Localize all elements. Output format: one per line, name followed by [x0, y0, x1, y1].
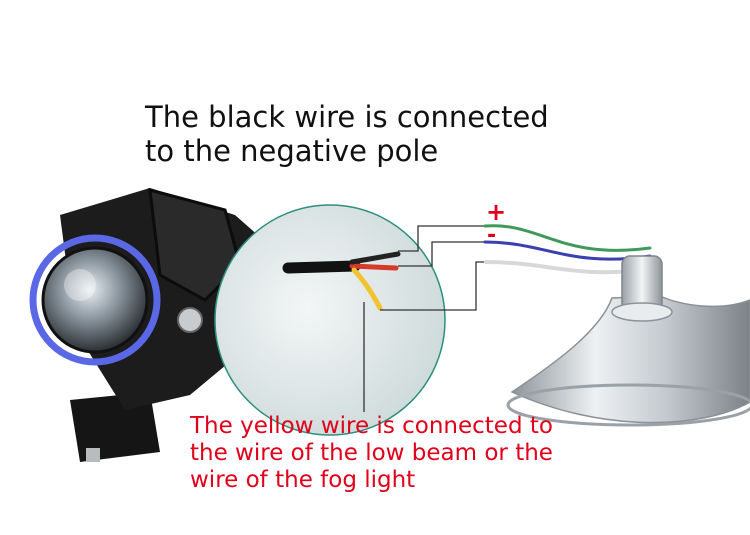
- black-wire-caption-line: to the negative pole: [145, 134, 439, 169]
- green-wire: [483, 224, 652, 252]
- mount-bracket: [70, 392, 160, 462]
- fog-light-unit: [29, 187, 300, 462]
- yellow-wire-caption-line: The yellow wire is connected to: [190, 413, 553, 439]
- zoom-circle: [214, 204, 446, 436]
- negative-pole-label: -: [487, 223, 497, 248]
- angel-eye-ring: [29, 234, 161, 366]
- lens-highlight: [64, 269, 96, 301]
- positive-pole-label: +: [486, 198, 507, 226]
- socket-base: [611, 302, 673, 322]
- yellow-wire-caption-line: wire of the fog light: [190, 467, 416, 494]
- cable-bundle: [282, 251, 401, 311]
- lens: [41, 246, 149, 354]
- black-wire-caption-line: The black wire is connected: [145, 100, 549, 134]
- connection-lines: [363, 225, 486, 412]
- bulb-reflector: [506, 255, 750, 427]
- black-wire-caption: The black wire is connected to the negat…: [145, 100, 665, 168]
- line-red-to-positive: [398, 241, 485, 267]
- yellow-wire-caption: The yellow wire is connected to the wire…: [190, 413, 670, 494]
- yellow-wire-caption-line: the wire of the low beam or the: [190, 440, 553, 467]
- yellow-wire: [351, 267, 383, 311]
- white-wire: [484, 260, 642, 275]
- line-black-to-negative: [398, 225, 485, 252]
- black-wire: [349, 251, 401, 265]
- main-cable: [282, 260, 361, 274]
- adjust-bolt: [177, 307, 203, 333]
- reflector-bowl: [510, 295, 750, 424]
- red-wire: [349, 263, 399, 271]
- line-yellow-to-lowbeam: [380, 261, 486, 311]
- mount-bolt: [86, 448, 100, 462]
- reflector-rim: [506, 383, 750, 427]
